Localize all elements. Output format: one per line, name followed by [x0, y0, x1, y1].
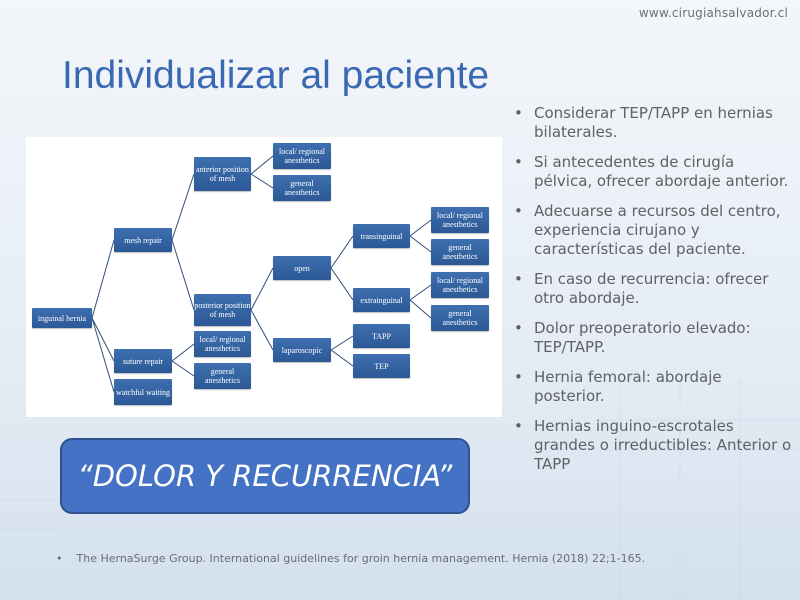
- node-watchful-waiting: watchful waiting: [114, 379, 172, 405]
- node-extra-local-anesthetics: local/ regional anesthetics: [431, 272, 489, 298]
- recommendation-text: En caso de recurrencia: ofrecer otro abo…: [534, 270, 769, 307]
- node-suture-local-anesthetics: local/ regional anesthetics: [194, 331, 251, 357]
- node-tep: TEP: [353, 354, 410, 378]
- node-tapp: TAPP: [353, 324, 410, 348]
- node-suture-general-anesthetics: general anesthetics: [194, 363, 251, 389]
- node-trans-local-anesthetics: local/ regional anesthetics: [431, 207, 489, 233]
- recommendation-item: • Considerar TEP/TAPP en hernias bilatera…: [512, 104, 792, 142]
- node-anterior-position: anterior position of mesh: [194, 157, 251, 191]
- bullet-marker: •: [514, 104, 523, 122]
- reference-text: The HernaSurge Group. International guid…: [76, 552, 646, 565]
- node-posterior-position: posterior position of mesh: [194, 294, 251, 326]
- reference-marker: •: [56, 552, 63, 565]
- node-laparoscopic: laparoscopic: [273, 338, 331, 362]
- node-extrainguinal: extrainguinal: [353, 288, 410, 312]
- recommendation-item: • En caso de recurrencia: ofrecer otro ab…: [512, 270, 792, 308]
- recommendation-text: Hernias inguino-escrotales grandes o irr…: [534, 417, 792, 473]
- recommendation-text: Adecuarse a recursos del centro, experie…: [534, 202, 781, 258]
- recommendation-text: Considerar TEP/TAPP en hernias bilateral…: [534, 104, 773, 141]
- recommendations-list: • Considerar TEP/TAPP en hernias bilatera…: [512, 104, 792, 485]
- slide-title: Individualizar al paciente: [62, 54, 490, 97]
- bullet-marker: •: [514, 368, 523, 386]
- decision-tree-diagram: inguinal hernia mesh repair suture repai…: [26, 137, 502, 417]
- tree-connectors: [91, 155, 432, 393]
- node-anterior-local-anesthetics: local/ regional anesthetics: [273, 143, 331, 169]
- recommendation-item: • Adecuarse a recursos del centro, experi…: [512, 202, 792, 259]
- recommendation-text: Dolor preoperatorio elevado: TEP/TAPP.: [534, 319, 751, 356]
- node-mesh-repair: mesh repair: [114, 228, 172, 252]
- bullet-marker: •: [514, 319, 523, 337]
- site-url: www.cirugiahsalvador.cl: [638, 6, 788, 20]
- node-inguinal-hernia: inguinal hernia: [32, 308, 92, 328]
- node-anterior-general-anesthetics: general anesthetics: [273, 175, 331, 201]
- reference-citation: • The HernaSurge Group. International gui…: [56, 552, 645, 565]
- bullet-marker: •: [514, 202, 523, 220]
- bullet-marker: •: [514, 153, 523, 171]
- node-transinguinal: transinguinal: [353, 224, 410, 248]
- bullet-marker: •: [514, 270, 523, 288]
- node-trans-general-anesthetics: general anesthetics: [431, 239, 489, 265]
- recommendation-item: • Hernias inguino-escrotales grandes o ir…: [512, 417, 792, 474]
- node-extra-general-anesthetics: general anesthetics: [431, 305, 489, 331]
- node-suture-repair: suture repair: [114, 349, 172, 373]
- bullet-marker: •: [514, 417, 523, 435]
- recommendation-text: Hernia femoral: abordaje posterior.: [534, 368, 722, 405]
- recommendation-item: • Dolor preoperatorio elevado: TEP/TAPP.: [512, 319, 792, 357]
- recommendation-item: • Si antecedentes de cirugía pélvica, ofr…: [512, 153, 792, 191]
- callout-box: “DOLOR Y RECURRENCIA”: [60, 438, 470, 514]
- recommendation-item: • Hernia femoral: abordaje posterior.: [512, 368, 792, 406]
- node-open: open: [273, 256, 331, 280]
- recommendation-text: Si antecedentes de cirugía pélvica, ofre…: [534, 153, 789, 190]
